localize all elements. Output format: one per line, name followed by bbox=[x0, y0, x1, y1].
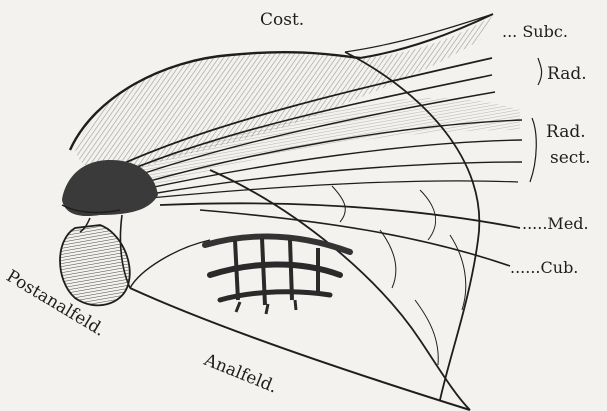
postanal-lobe bbox=[60, 225, 130, 305]
radial-sector-label-2: sect. bbox=[550, 150, 591, 167]
cubitus-label: ......Cub. bbox=[510, 260, 578, 276]
radial-sector-vein-4 bbox=[150, 181, 518, 198]
stridulatory-structure bbox=[205, 236, 350, 314]
radial-sector-label-1: Rad. bbox=[546, 124, 586, 141]
costa-label: Cost. bbox=[260, 12, 304, 29]
media-vein bbox=[160, 203, 520, 228]
subcosta-label: ... Subc. bbox=[502, 24, 568, 40]
media-label: .....Med. bbox=[522, 216, 589, 232]
radius-label: Rad. bbox=[547, 66, 587, 83]
